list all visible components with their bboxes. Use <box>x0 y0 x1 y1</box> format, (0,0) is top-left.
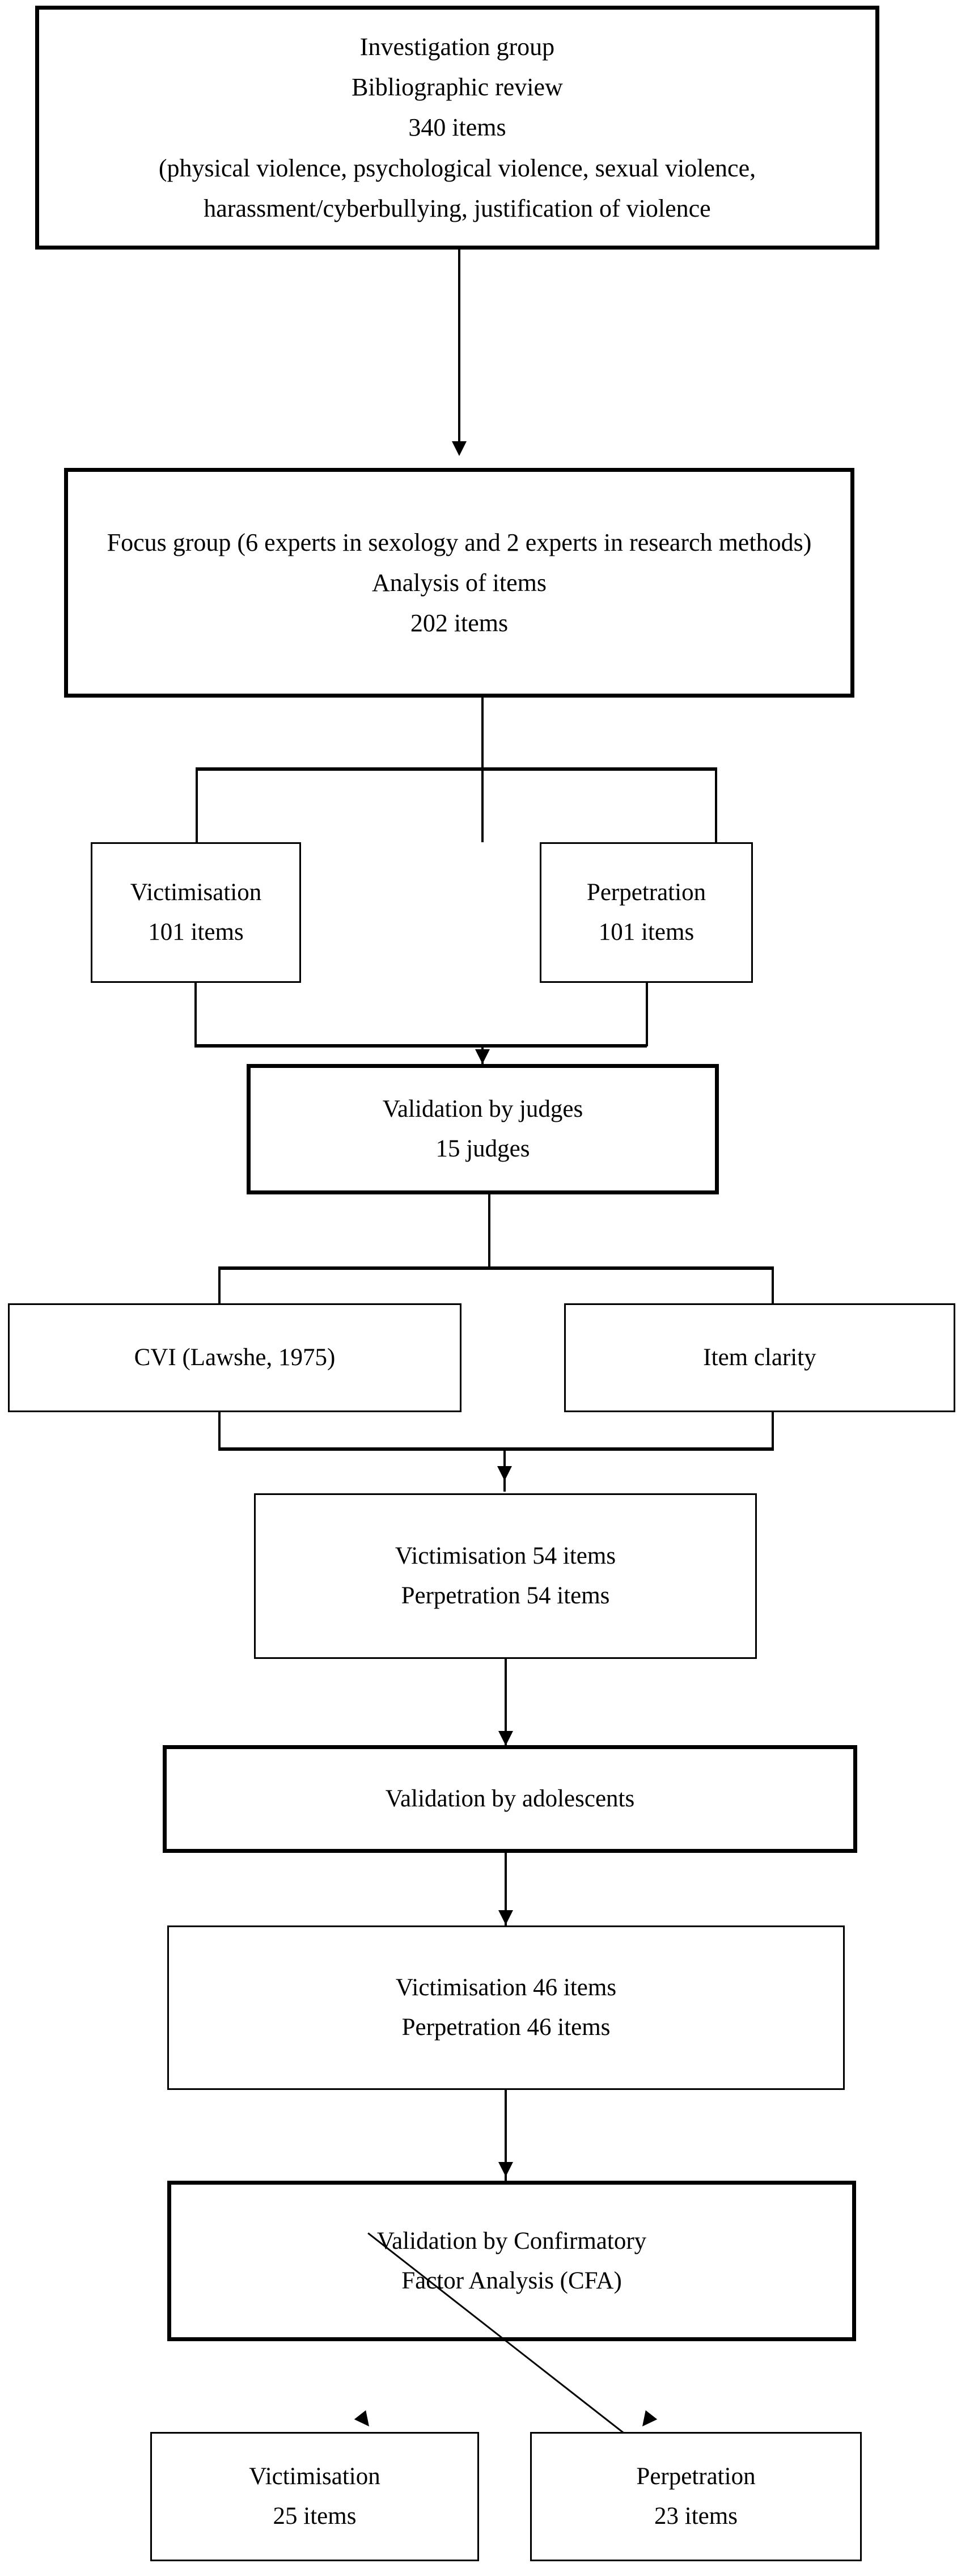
node-perpetration-23: Perpetration 23 items <box>530 2432 862 2561</box>
connector-judges-to-cvi <box>218 1266 221 1305</box>
connector-focus-to-perpetration <box>715 767 717 842</box>
connector-merge-bar-judges <box>194 1044 647 1048</box>
connector-46-to-cfa <box>505 2090 507 2184</box>
node-line: Analysis of items <box>372 568 547 597</box>
arrowhead-icon <box>498 2162 513 2177</box>
node-line: Victimisation 46 items <box>395 1974 617 2001</box>
node-line: Validation by judges <box>382 1096 583 1123</box>
node-items-54: Victimisation 54 items Perpetration 54 i… <box>254 1493 757 1659</box>
node-line: (physical violence, psychological violen… <box>158 154 756 222</box>
node-line: Victimisation 54 items <box>395 1543 616 1570</box>
node-line: Bibliographic review <box>352 73 563 102</box>
connector-victimisation-down <box>194 983 197 1046</box>
node-cvi: CVI (Lawshe, 1975) <box>8 1303 461 1412</box>
node-line: Perpetration <box>636 2463 756 2490</box>
connector-judges-stem <box>488 1194 490 1268</box>
node-line: Victimisation <box>130 879 262 906</box>
arrowhead-icon <box>498 1731 513 1746</box>
connector-adolescents-to-46 <box>505 1853 507 1939</box>
arrowhead-icon <box>475 1049 490 1064</box>
connector-clarity-down <box>772 1412 774 1450</box>
arrowhead-icon <box>636 2410 658 2431</box>
node-validation-judges: Validation by judges 15 judges <box>247 1064 719 1194</box>
connector-perpetration-down <box>646 983 648 1046</box>
connector-54-to-adolescents <box>505 1659 507 1745</box>
node-line: CVI (Lawshe, 1975) <box>134 1344 336 1371</box>
node-investigation-group: Investigation group Bibliographic review… <box>35 6 879 250</box>
node-line: Validation by adolescents <box>385 1785 635 1813</box>
node-line: Focus group (6 experts in sexology and 2… <box>107 528 812 556</box>
connector-judges-to-clarity <box>772 1266 774 1305</box>
node-line: 23 items <box>654 2503 738 2529</box>
arrowhead-icon <box>354 2410 375 2431</box>
node-line: Investigation group <box>359 32 555 61</box>
node-line: 25 items <box>273 2503 357 2529</box>
node-line: Validation by Confirmatory <box>376 2227 647 2254</box>
node-item-clarity: Item clarity <box>564 1303 955 1412</box>
node-victimisation-101: Victimisation 101 items <box>91 842 301 983</box>
arrowhead-icon <box>497 1466 512 1481</box>
node-focus-group: Focus group (6 experts in sexology and 2… <box>64 468 854 698</box>
node-line: 101 items <box>148 919 244 945</box>
node-items-46: Victimisation 46 items Perpetration 46 i… <box>167 1925 845 2090</box>
connector-merge-bar-54 <box>218 1447 774 1451</box>
connector-focus-to-victimisation <box>196 767 198 842</box>
connector-cvi-down <box>218 1412 221 1450</box>
node-line: Perpetration 54 items <box>401 1582 610 1609</box>
node-validation-cfa: Validation by Confirmatory Factor Analys… <box>167 2181 856 2341</box>
node-line: Perpetration 46 items <box>401 2014 611 2041</box>
arrowhead-icon <box>452 441 467 456</box>
node-line: Victimisation <box>249 2463 380 2490</box>
connector-focus-split-bar <box>196 767 717 771</box>
node-line: 15 judges <box>435 1135 530 1162</box>
node-validation-adolescents: Validation by adolescents <box>163 1745 857 1853</box>
node-line: 101 items <box>598 919 695 945</box>
connector-judges-split-bar <box>218 1266 774 1270</box>
node-line: Item clarity <box>703 1344 816 1371</box>
node-line: Factor Analysis (CFA) <box>401 2267 622 2294</box>
node-line: Perpetration <box>586 879 706 906</box>
node-perpetration-101: Perpetration 101 items <box>540 842 753 983</box>
node-victimisation-25: Victimisation 25 items <box>150 2432 479 2561</box>
arrowhead-icon <box>498 1910 513 1925</box>
node-line: 202 items <box>410 609 509 637</box>
connector-investigation-to-focus <box>458 250 460 442</box>
node-line: 340 items <box>408 113 506 142</box>
